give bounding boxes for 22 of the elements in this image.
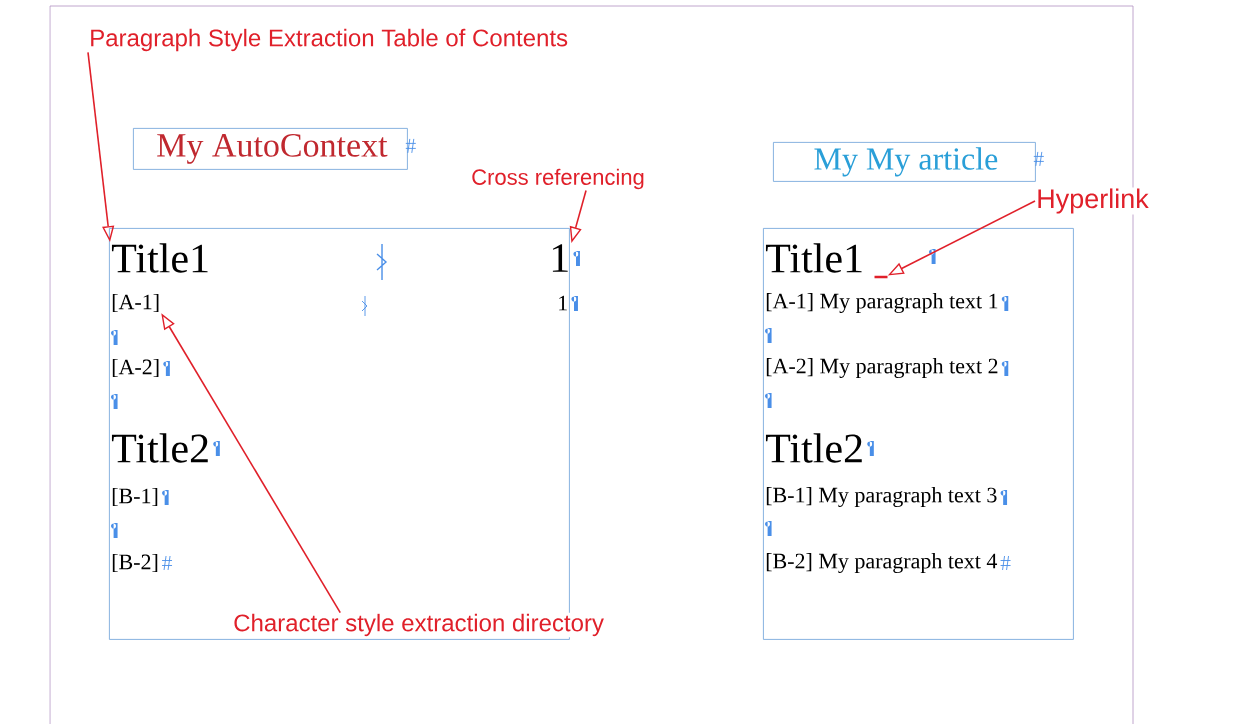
paragraph-text: [A-2] [112,358,159,378]
paragraph-text: Title2 [111,433,208,463]
paragraph-text: [B-1] My paragraph text 3 [766,487,997,507]
annotation-label: Hyperlink [1035,187,1150,215]
annotation-label: Paragraph Style Extraction Table of Contents [88,27,570,53]
paragraph-text: Title1 [111,243,208,273]
paragraph-text: [B-1] [112,487,158,507]
paragraph-text: [B-2] [112,553,158,573]
paragraph-text: 1 [559,295,567,311]
paragraph-text: [B-2] My paragraph text 4 [766,553,998,573]
annotation-label: Character style extraction directory [232,612,605,638]
paragraph-text: [A-2] My paragraph text 2 [766,358,998,378]
paragraph-text: Title2 [765,433,862,463]
paragraph-text: Title1 [765,243,862,273]
heading-box: My My article [773,142,1036,182]
hyperlink-marker [874,275,888,279]
paragraph-text: [A-1] My paragraph text 1 [766,293,998,313]
annotation-label: Cross referencing [470,167,646,191]
paragraph-text: 1 [552,244,568,272]
paragraph-text: [A-1] [112,293,159,313]
heading-box: My AutoContext [133,128,408,170]
text-frame [763,228,1074,640]
